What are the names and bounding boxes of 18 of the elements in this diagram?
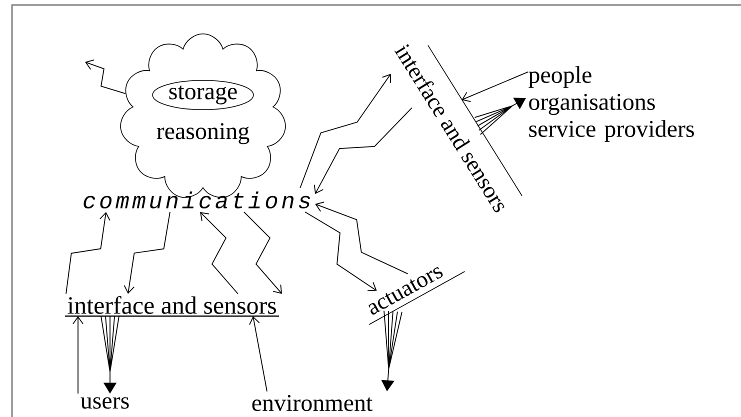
lightning-arrow xyxy=(124,212,170,294)
label: environment xyxy=(252,394,373,412)
lightning-arrow xyxy=(315,202,408,274)
label: people organisations service providers xyxy=(528,66,694,142)
lightning-arrow xyxy=(304,212,377,292)
fan-arrow xyxy=(474,98,526,135)
label: users xyxy=(80,397,129,409)
underlined-label: interface and sensors xyxy=(65,296,280,317)
arrow xyxy=(249,316,268,392)
lightning-arrow xyxy=(300,74,391,188)
ellipse-label: storage xyxy=(152,80,254,110)
lightning-arrow xyxy=(314,107,412,194)
arrow xyxy=(72,316,84,394)
lightning-arrow xyxy=(244,212,282,294)
arrow xyxy=(462,71,528,102)
lightning-arrow xyxy=(85,59,126,94)
lightning-arrow xyxy=(200,212,238,294)
lightning-arrow xyxy=(66,212,110,294)
